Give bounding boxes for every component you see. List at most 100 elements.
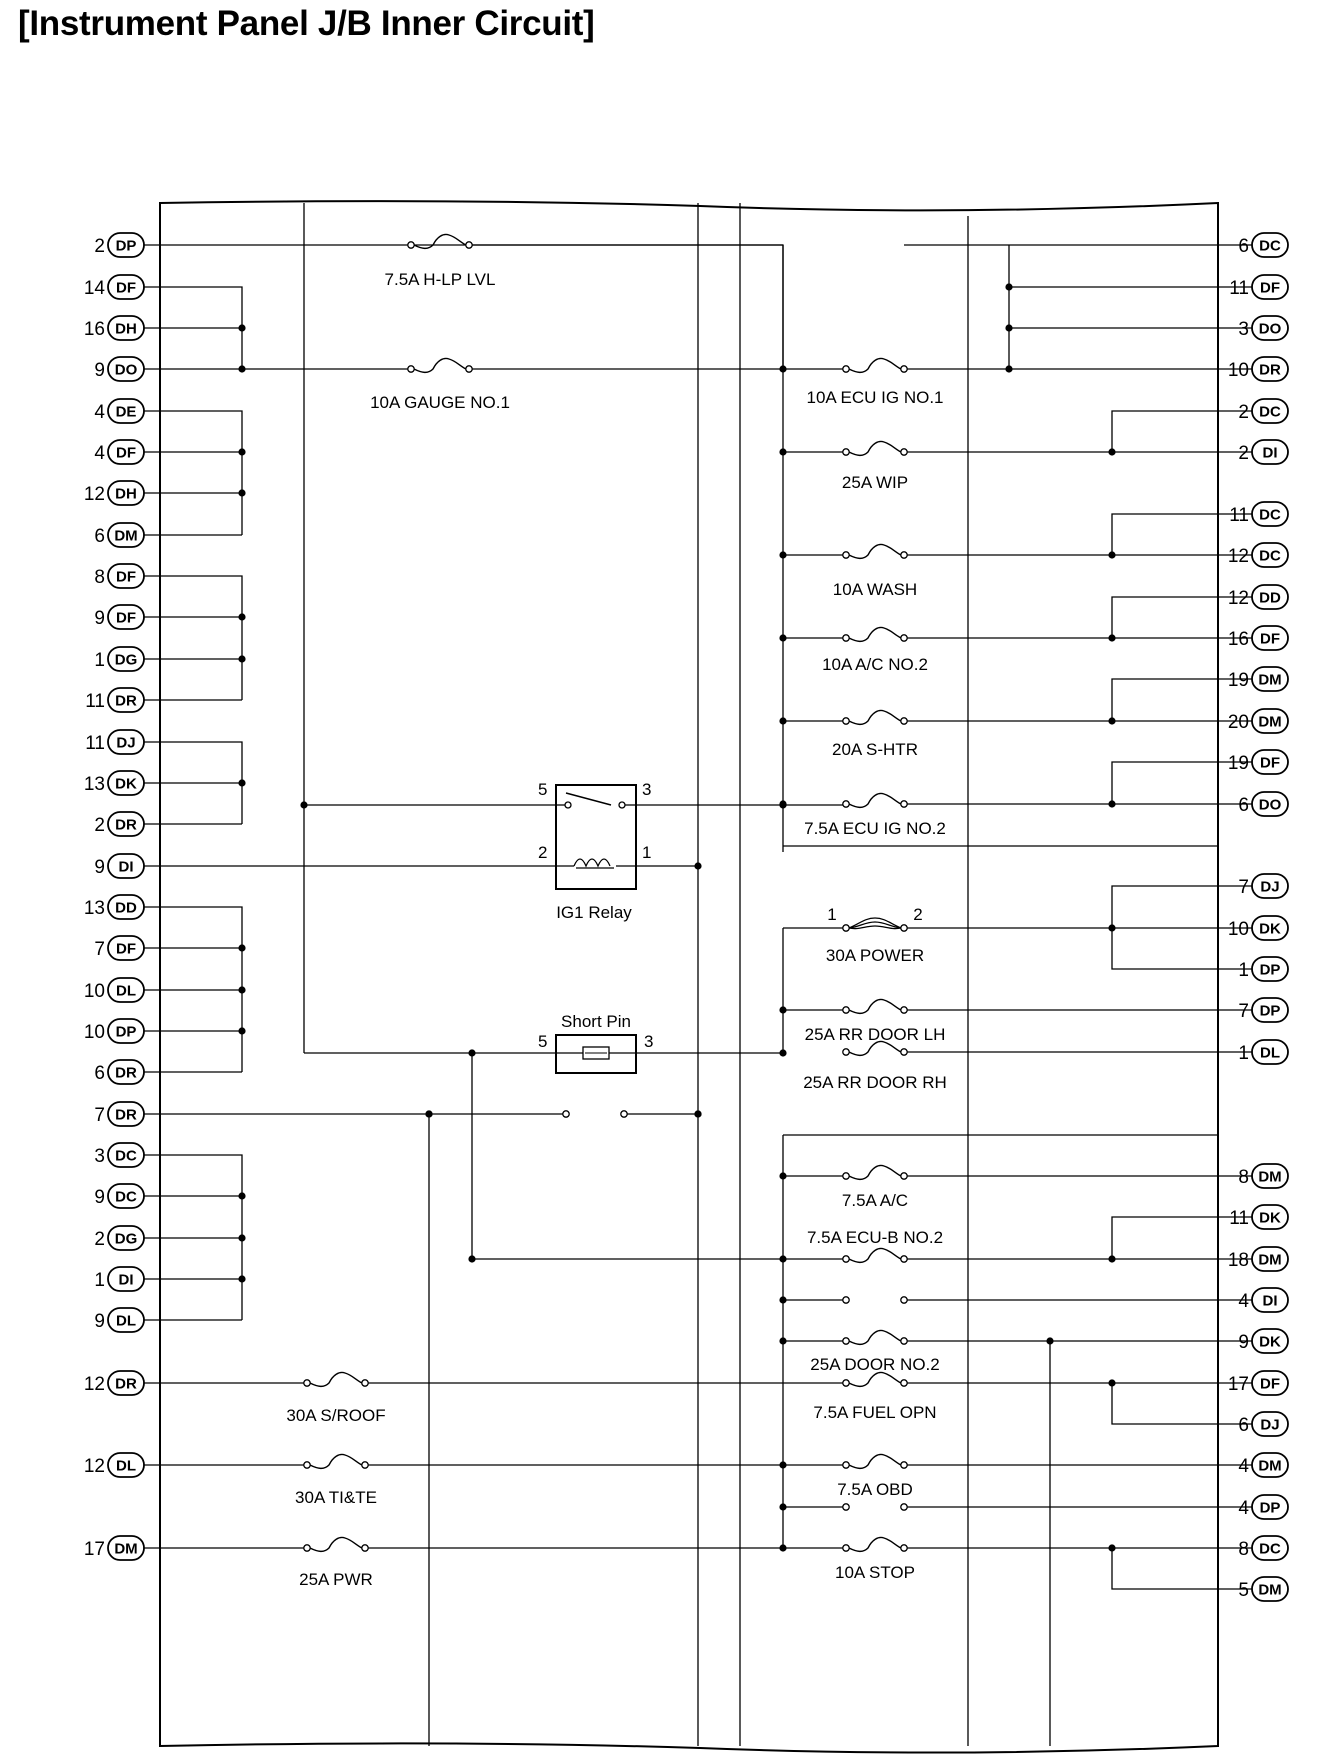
fuse-element [848,1536,902,1553]
fuse: 20A S-HTR [832,709,918,759]
pin-number: 9 [1238,1332,1249,1353]
connector-pin: DR7 [94,1101,145,1127]
fuse-label: 25A DOOR NO.2 [810,1355,939,1374]
junction-dot [238,448,246,456]
fuse-element [848,709,902,726]
connector-code: DD [1259,590,1281,607]
connector-code: DG [115,1231,138,1248]
connector-code: DR [115,1065,137,1082]
junction-dot [238,944,246,952]
fuse-label: 7.5A H-LP LVL [385,270,496,289]
fuse: 10A GAUGE NO.1 [370,357,510,412]
junction-dot [238,365,246,373]
fuse-label: 7.5A ECU-B NO.2 [807,1228,943,1247]
pin-number: 8 [1238,1167,1249,1188]
connector-code: DM [1258,1458,1281,1475]
relay-terminal-5: 5 [538,780,547,799]
fuse-element [848,626,902,643]
fuse-label: 25A RR DOOR RH [803,1073,947,1092]
pin-number: 14 [84,278,106,299]
pin-number: 9 [94,1187,105,1208]
wire [1111,761,1252,804]
wire [1111,1216,1252,1259]
relay-terminal-1: 1 [642,843,651,862]
wire [144,1154,243,1320]
connector-code: DF [116,445,136,462]
connector-code: DM [1258,1582,1281,1599]
fuse-label: 7.5A OBD [837,1480,913,1499]
fuse: 25A WIP [842,440,908,492]
pin-number: 6 [94,526,105,547]
connector-pin: DF 17 [1228,1370,1289,1396]
power-fuse-terminal-1: 1 [827,905,836,924]
junction-dot [779,1461,787,1469]
fuse-label: 10A STOP [835,1563,915,1582]
junction-dot [779,1337,787,1345]
fuse-element [848,1247,902,1264]
connector-pin: DL9 [94,1307,145,1333]
fuse-element [848,543,902,560]
contact-terminal [900,1296,908,1304]
connector-code: DJ [1260,879,1279,896]
junction-dot [1046,1337,1054,1345]
fuse-element [413,357,467,374]
pin-number: 7 [94,939,105,960]
junction-dot [300,801,308,809]
junction-dot [238,1027,246,1035]
connector-pin: DM 8 [1238,1163,1289,1189]
contact-terminal [620,1110,628,1118]
connector-code: DC [1259,238,1281,255]
fuse-element [309,1453,363,1470]
contact-terminal [842,1503,850,1511]
junction-dot [779,717,787,725]
pin-number: 3 [94,1146,105,1167]
connector-code: DF [116,610,136,627]
connector-code: DR [115,817,137,834]
junction-dot [238,324,246,332]
connector-code: DL [116,1313,136,1330]
short-pin-label: Short Pin [561,1012,631,1031]
junction-dot [1108,634,1116,642]
short-pin: Short Pin 5 3 [538,1012,653,1074]
pin-number: 17 [1228,1374,1249,1395]
connector-code: DM [114,1541,137,1558]
junction-dot [1108,924,1116,932]
junction-dot [779,1544,787,1552]
fuse-element [848,1329,902,1346]
fuse-element [848,1164,902,1181]
junction-dot [779,365,787,373]
pin-number: 4 [94,402,105,423]
fuse-label: 30A TI&TE [295,1488,377,1507]
pin-number: 13 [84,898,105,919]
connector-code: DR [115,1376,137,1393]
junction-dot [238,655,246,663]
connector-code: DM [1258,1169,1281,1186]
connector-code: DM [114,528,137,545]
pin-number: 6 [1238,236,1249,257]
pin-number: 4 [94,443,105,464]
connector-code: DM [1258,714,1281,731]
connector-pin: DF8 [94,563,145,589]
connector-pin: DP1 [1238,956,1289,982]
connector-code: DF [1260,1376,1280,1393]
connector-pin: DE4 [94,398,145,424]
pin-number: 16 [1228,629,1249,650]
pin-number: 8 [94,567,105,588]
fuse-label: 25A PWR [299,1570,373,1589]
junction-dot [468,1049,476,1057]
relay-terminal-2: 2 [538,843,547,862]
connector-code: DM [1258,672,1281,689]
fuse-element [848,1040,902,1057]
pin-number: 11 [1229,278,1249,299]
connector-pin: DR2 [94,811,145,837]
pin-number: 7 [1238,877,1249,898]
connector-pin: DP4 [1238,1494,1289,1520]
connector-code: DF [1260,631,1280,648]
